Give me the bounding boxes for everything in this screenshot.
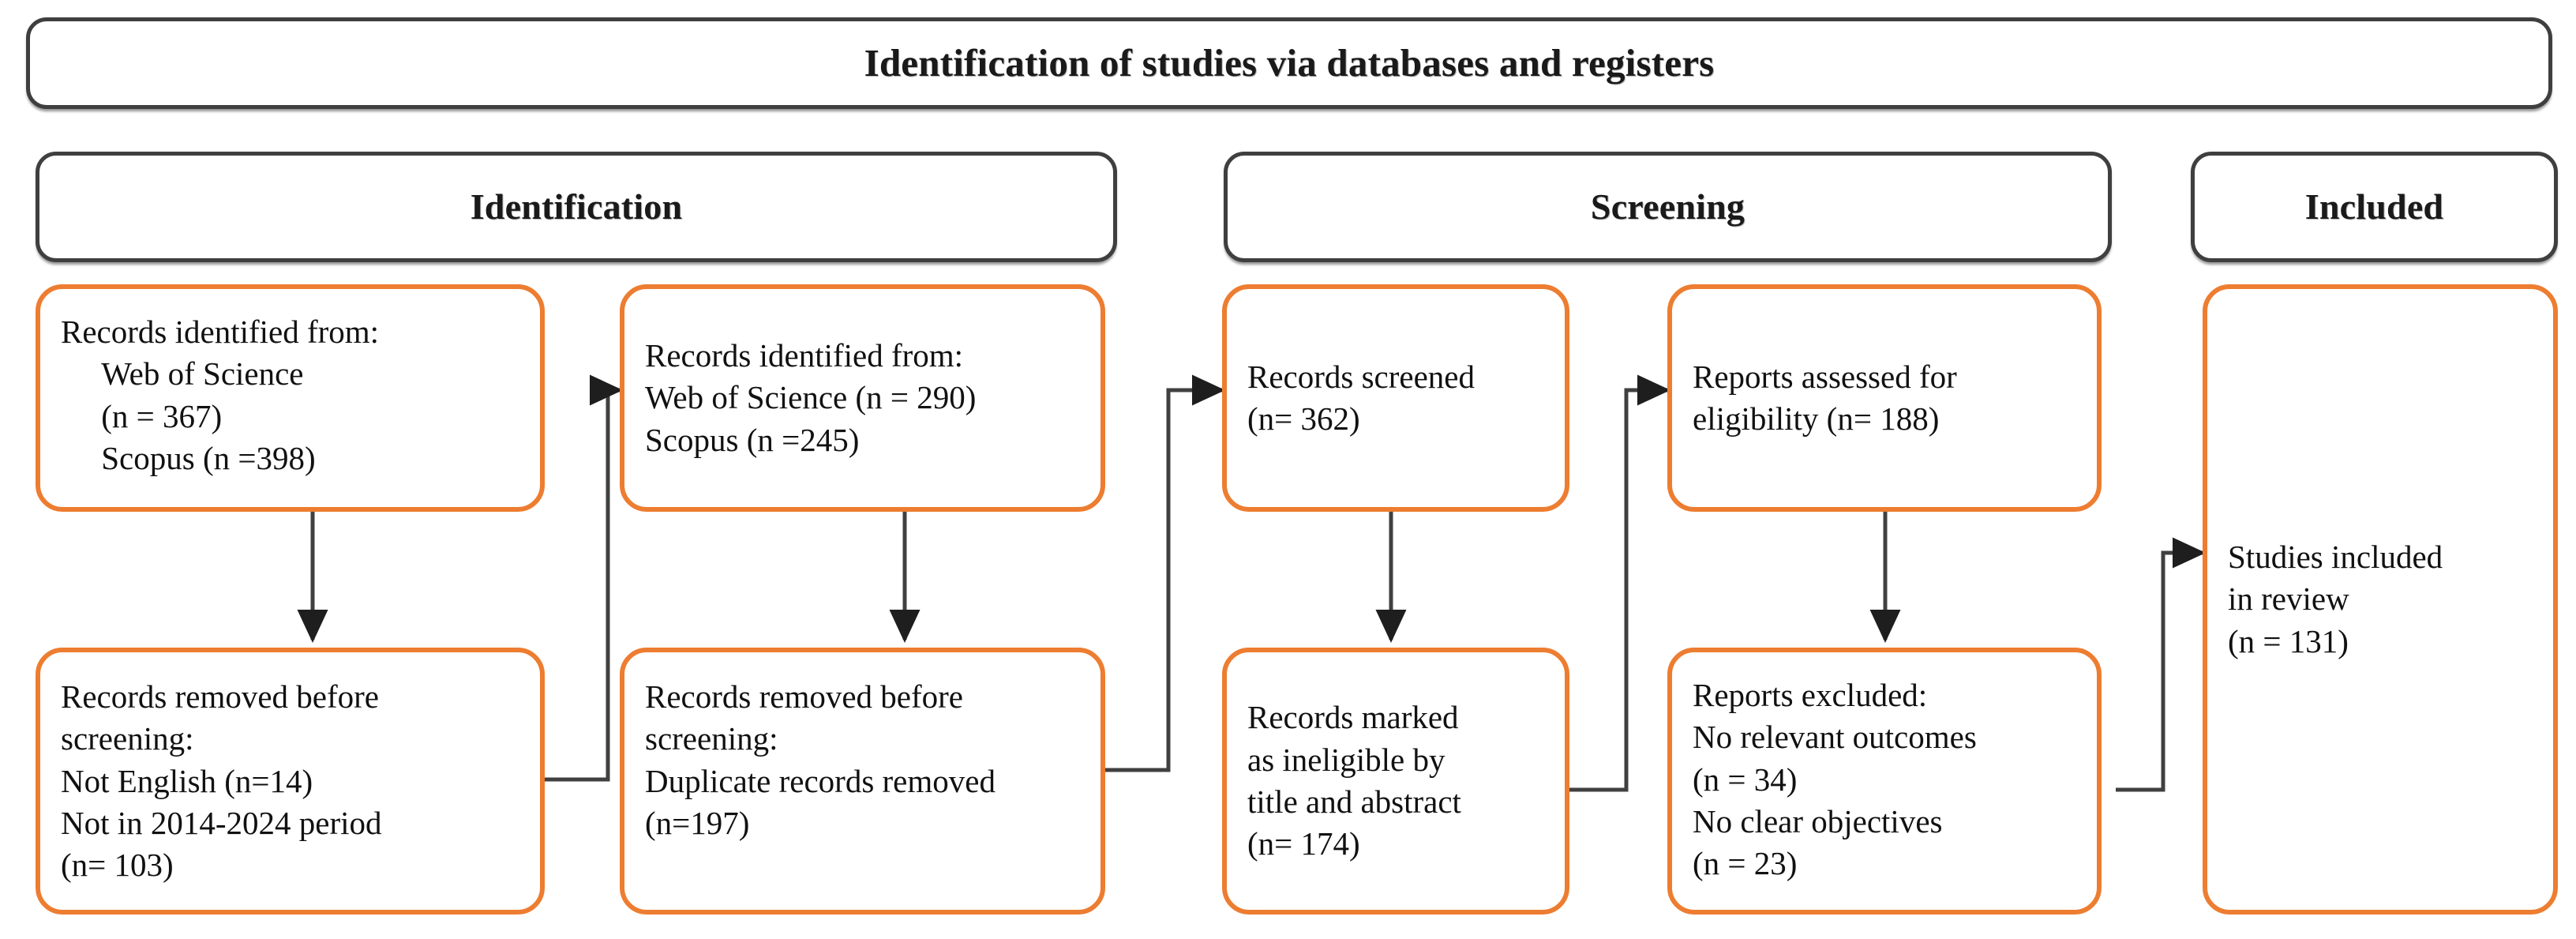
- stage-header-included: Included: [2191, 152, 2558, 262]
- node-records-identified-2-text: Records identified from: Web of Science …: [645, 337, 977, 458]
- stage-label-screening: Screening: [1590, 186, 1745, 227]
- arrow-excluded-to-included: [2116, 537, 2207, 792]
- node-records-screened-text: Records screened (n= 362): [1247, 358, 1475, 437]
- diagram-title-box: Identification of studies via databases …: [26, 17, 2552, 109]
- page-title: Identification of studies via databases …: [864, 41, 1715, 85]
- node-reports-assessed-text: Reports assessed for eligibility (n= 188…: [1693, 358, 1957, 437]
- arrow-removed1-to-identified2: [545, 374, 624, 782]
- node-records-identified-2: Records identified from: Web of Science …: [620, 284, 1105, 512]
- node-reports-excluded-text: Reports excluded: No relevant outcomes (…: [1693, 677, 1977, 882]
- node-records-removed-2-text: Records removed before screening: Duplic…: [645, 678, 996, 841]
- stage-header-identification: Identification: [36, 152, 1117, 262]
- arrow-ineligible-to-assessed: [1567, 374, 1671, 792]
- node-records-screened: Records screened (n= 362): [1222, 284, 1569, 512]
- node-reports-excluded: Reports excluded: No relevant outcomes (…: [1667, 648, 2102, 915]
- node-studies-included-text: Studies included in review (n = 131): [2228, 539, 2443, 659]
- arrow-removed2-to-screened: [1104, 374, 1226, 772]
- node-records-removed-1: Records removed before screening: Not En…: [36, 648, 545, 915]
- node-records-ineligible-text: Records marked as ineligible by title an…: [1247, 699, 1461, 862]
- node-records-identified-1-text: Records identified from: Web of Science …: [61, 314, 380, 476]
- node-reports-assessed: Reports assessed for eligibility (n= 188…: [1667, 284, 2102, 512]
- node-records-identified-1: Records identified from: Web of Science …: [36, 284, 545, 512]
- node-records-removed-1-text: Records removed before screening: Not En…: [61, 678, 382, 884]
- node-records-ineligible: Records marked as ineligible by title an…: [1222, 648, 1569, 915]
- node-studies-included: Studies included in review (n = 131): [2203, 284, 2558, 915]
- stage-label-identification: Identification: [470, 186, 683, 227]
- stage-label-included: Included: [2304, 186, 2444, 227]
- node-records-removed-2: Records removed before screening: Duplic…: [620, 648, 1105, 915]
- stage-header-screening: Screening: [1224, 152, 2112, 262]
